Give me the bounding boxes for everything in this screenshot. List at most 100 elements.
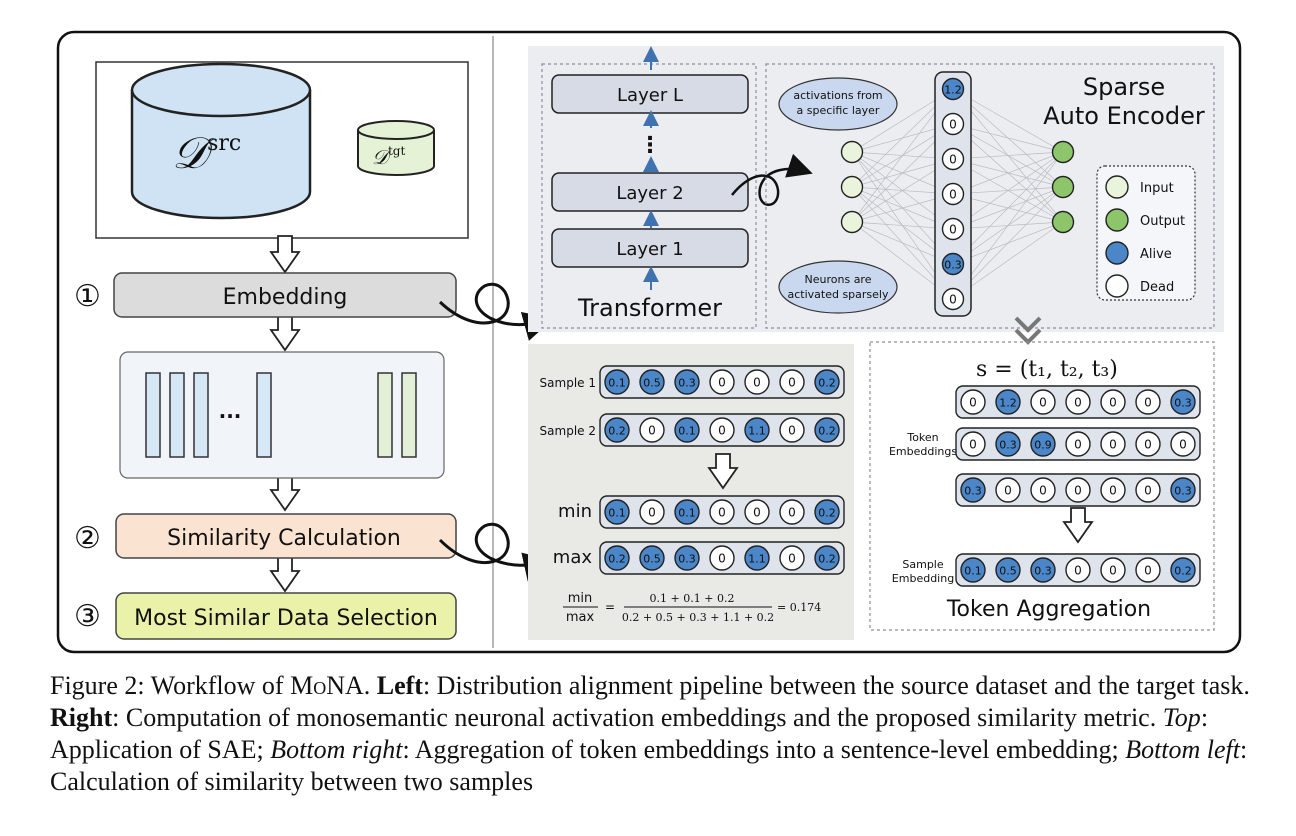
token-embedding-row: 0 0.3 0.9 0 0 0 0 xyxy=(955,427,1201,461)
sim-row-cell: 0 xyxy=(709,545,735,571)
sim-row-cell-value: 0.1 xyxy=(678,507,696,520)
step1-number: ① xyxy=(74,279,101,314)
sim-row-cell: 0 xyxy=(779,499,805,525)
legend-item: Alive xyxy=(1105,241,1172,265)
input-neuron xyxy=(840,210,864,234)
token-label-line2: Embeddings xyxy=(889,445,957,458)
legend-item: Output xyxy=(1105,208,1185,232)
token-embedding-row-cell-value: 0.3 xyxy=(1174,485,1192,498)
selection-step xyxy=(115,592,457,640)
token-embedding-row-cell: 0 xyxy=(1100,431,1126,457)
sim-row-cell: 0.3 xyxy=(674,369,700,395)
sparse-bubble xyxy=(778,260,898,314)
sim-row-cell: 0.5 xyxy=(639,369,665,395)
caption-left: Left xyxy=(376,671,423,700)
legend-item: Dead xyxy=(1105,274,1174,298)
embedding-step-label: Embedding xyxy=(223,285,348,310)
sample-embedding-row-cell: 0 xyxy=(1065,557,1091,583)
hidden-neuron: 1.2 xyxy=(941,77,965,101)
hidden-neuron: 0 xyxy=(941,217,965,241)
hidden-neuron: 0 xyxy=(941,112,965,136)
caption-bottom-right: Bottom right xyxy=(270,735,403,764)
figure-caption: Figure 2: Workflow of MoNA. Left: Distri… xyxy=(50,670,1250,798)
hidden-neuron-value: 1.2 xyxy=(944,84,962,97)
sim-row-cell-value: 0 xyxy=(753,506,761,520)
sim-row-cell-value: 0.2 xyxy=(608,425,626,438)
sample-embedding-row-cell: 0.5 xyxy=(995,557,1021,583)
selection-step-label: Most Similar Data Selection xyxy=(134,606,438,631)
sim-row-cell-value: 0.3 xyxy=(678,377,696,390)
caption-part4: : Application of SAE; xyxy=(50,703,1209,764)
sim-row-cell-value: 0.5 xyxy=(643,553,661,566)
sample-embedding-row-cell-value: 0.3 xyxy=(1034,565,1052,578)
sim-row-cell-value: 0.1 xyxy=(678,425,696,438)
token-embedding-row-cell-value: 0 xyxy=(1109,438,1117,452)
aggregation-block: s = (t₁, t₂, t₃) Token Embeddings Sample… xyxy=(869,341,1215,631)
token-embedding-row-cell: 1.2 xyxy=(995,389,1021,415)
sim-row-cell: 0.2 xyxy=(814,545,840,571)
layer-L-label: Layer L xyxy=(617,85,683,106)
caption-right: Right xyxy=(50,703,113,732)
left-pipeline: 𝒟src 𝒟tgt ① Embedding ... xyxy=(74,61,554,640)
sim-row-cell: 0.2 xyxy=(814,369,840,395)
sim-row-cell-value: 0 xyxy=(718,376,726,390)
sim-row-cell-value: 0 xyxy=(788,552,796,566)
token-embedding-row-cell-value: 1.2 xyxy=(999,397,1017,410)
token-label-line1: Token xyxy=(906,431,938,444)
sim-row-cell-value: 0.2 xyxy=(608,553,626,566)
svg-text:=: = xyxy=(605,600,615,614)
hidden-neuron: 0.3 xyxy=(941,252,965,276)
sim-row-cell-value: 0.1 xyxy=(608,377,626,390)
output-neuron xyxy=(1051,210,1075,234)
sim-row-cell: 0.2 xyxy=(814,499,840,525)
sim-row-cell-value: 0.3 xyxy=(678,553,696,566)
legend-item: Input xyxy=(1105,175,1174,199)
activations-bubble-line1: activations from xyxy=(793,89,882,102)
legend-label: Output xyxy=(1140,214,1185,229)
token-embedding-row-cell: 0 xyxy=(1135,389,1161,415)
sim-row: 0.1 0.5 0.3 0 0 0 0.2 xyxy=(599,365,845,399)
sim-row-cell-value: 0 xyxy=(753,376,761,390)
token-embedding-row-cell: 0.9 xyxy=(1030,431,1056,457)
token-embedding-row-cell-value: 0.3 xyxy=(1174,397,1192,410)
sample-embedding-row-cell-value: 0.2 xyxy=(1174,565,1192,578)
token-embedding-row-cell: 0 xyxy=(1135,431,1161,457)
target-dataset-cylinder: 𝒟tgt xyxy=(357,120,435,176)
frac-denominator: max xyxy=(566,610,595,625)
caption-part3: : Computation of monosemantic neuronal a… xyxy=(112,703,1163,732)
sim-row-label: max xyxy=(553,547,593,568)
sim-row-cell: 0 xyxy=(779,369,805,395)
sae-title-line2: Auto Encoder xyxy=(1043,102,1205,130)
token-embedding-row-cell-value: 0 xyxy=(1074,438,1082,452)
token-embedding-row-cell: 0 xyxy=(1065,477,1091,503)
caption-fig: Figure 2: Workflow of xyxy=(50,671,291,700)
embedding-step xyxy=(113,272,457,318)
caption-part6: : Calculation of similarity between two … xyxy=(50,735,1248,796)
sim-row-cell: 0 xyxy=(639,417,665,443)
token-embedding-row-cell: 0.3 xyxy=(1170,477,1196,503)
token-embedding-row-cell: 0 xyxy=(1170,431,1196,457)
hidden-neuron-value: 0 xyxy=(949,188,957,202)
token-embedding-row-cell-value: 0 xyxy=(1179,438,1187,452)
aggregation-title: Token Aggregation xyxy=(946,597,1151,622)
layers-vdots: ⋮ xyxy=(639,133,661,158)
workflow-diagram: 𝒟src 𝒟tgt ① Embedding ... xyxy=(56,30,1242,654)
similarity-result: = 0.174 xyxy=(777,601,821,614)
token-embedding-row-cell: 0 xyxy=(1100,389,1126,415)
token-embedding-row-cell: 0 xyxy=(995,477,1021,503)
sample-label-line1: Sample xyxy=(902,558,943,571)
sim-row-cell: 0 xyxy=(779,417,805,443)
token-embedding-row-cell-value: 0 xyxy=(969,438,977,452)
sim-row-cell: 0.3 xyxy=(674,545,700,571)
token-embedding-row-cell: 0.3 xyxy=(995,431,1021,457)
sim-row-cell-value: 0 xyxy=(718,506,726,520)
sample-embedding-row-cell-value: 0.5 xyxy=(999,565,1017,578)
sim-row-cell-value: 1.1 xyxy=(748,425,766,438)
sample-embedding-row-cell-value: 0 xyxy=(1144,564,1152,578)
formula-denominator: 0.2 + 0.5 + 0.3 + 1.1 + 0.2 xyxy=(622,611,774,624)
